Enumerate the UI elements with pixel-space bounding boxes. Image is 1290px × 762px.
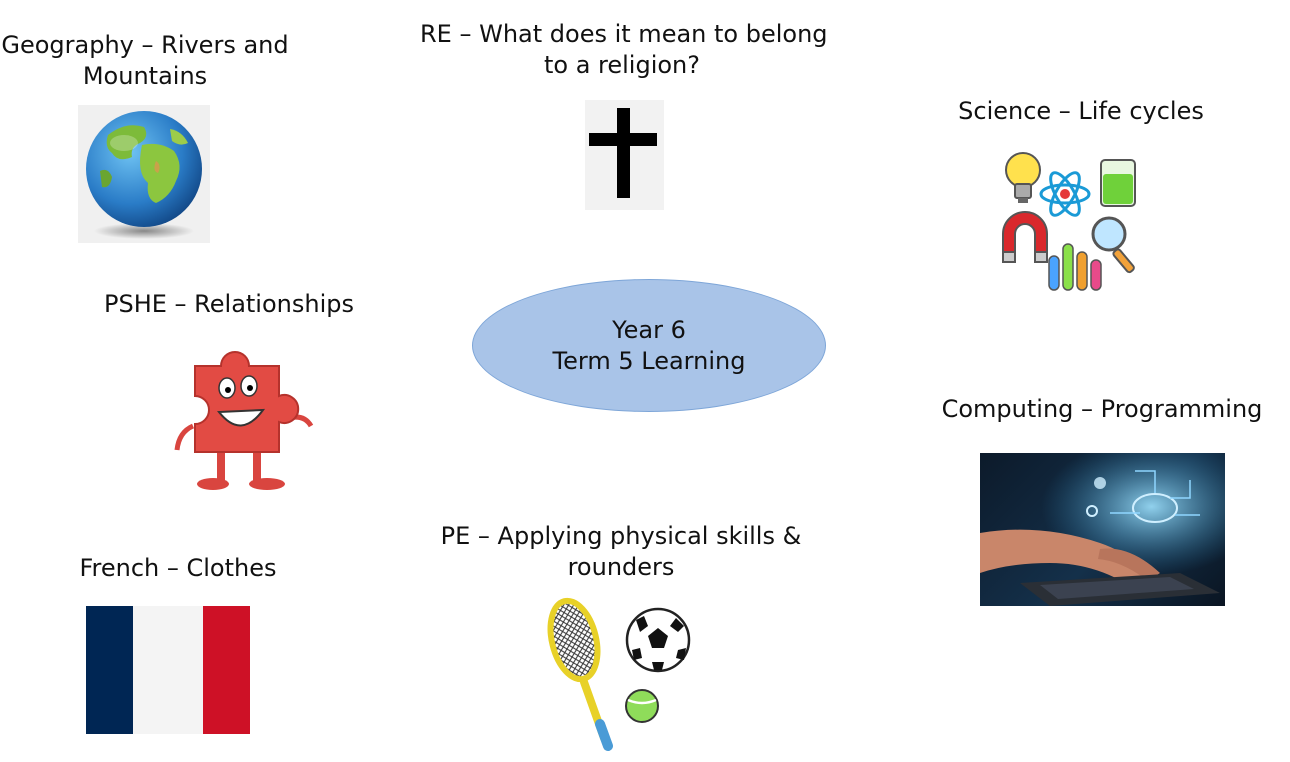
globe-icon (78, 105, 210, 243)
tennis-ball-icon (625, 689, 659, 723)
center-subtitle: Term 5 Learning (552, 346, 746, 375)
center-oval: Year 6 Term 5 Learning (472, 279, 826, 412)
re-label: RE – What does it mean to belong to a re… (420, 20, 828, 79)
computing-label: Computing – Programming (941, 395, 1263, 423)
puzzle-character-icon (171, 336, 321, 494)
science-label: Science – Life cycles (958, 97, 1204, 125)
atom-icon (1039, 171, 1091, 217)
test-tubes-icon (1048, 243, 1102, 291)
cross-icon (585, 100, 664, 210)
pe-label: PE – Applying physical skills & rounders (440, 522, 802, 581)
french-flag-icon (86, 606, 250, 734)
geography-label: Geography – Rivers and Mountains (1, 31, 289, 90)
sports-equipment-icon (544, 596, 694, 752)
laptop-photo (980, 453, 1225, 606)
science-icons (993, 148, 1141, 296)
center-title: Year 6 (612, 315, 686, 344)
football-icon (625, 607, 691, 673)
pshe-label: PSHE – Relationships (103, 290, 354, 318)
magnifier-icon (1091, 216, 1135, 274)
french-label: French – Clothes (79, 554, 277, 582)
racket-icon (547, 597, 613, 751)
magnet-icon (1002, 211, 1048, 263)
beaker-icon (1100, 159, 1136, 207)
lightbulb-icon (1005, 152, 1041, 203)
